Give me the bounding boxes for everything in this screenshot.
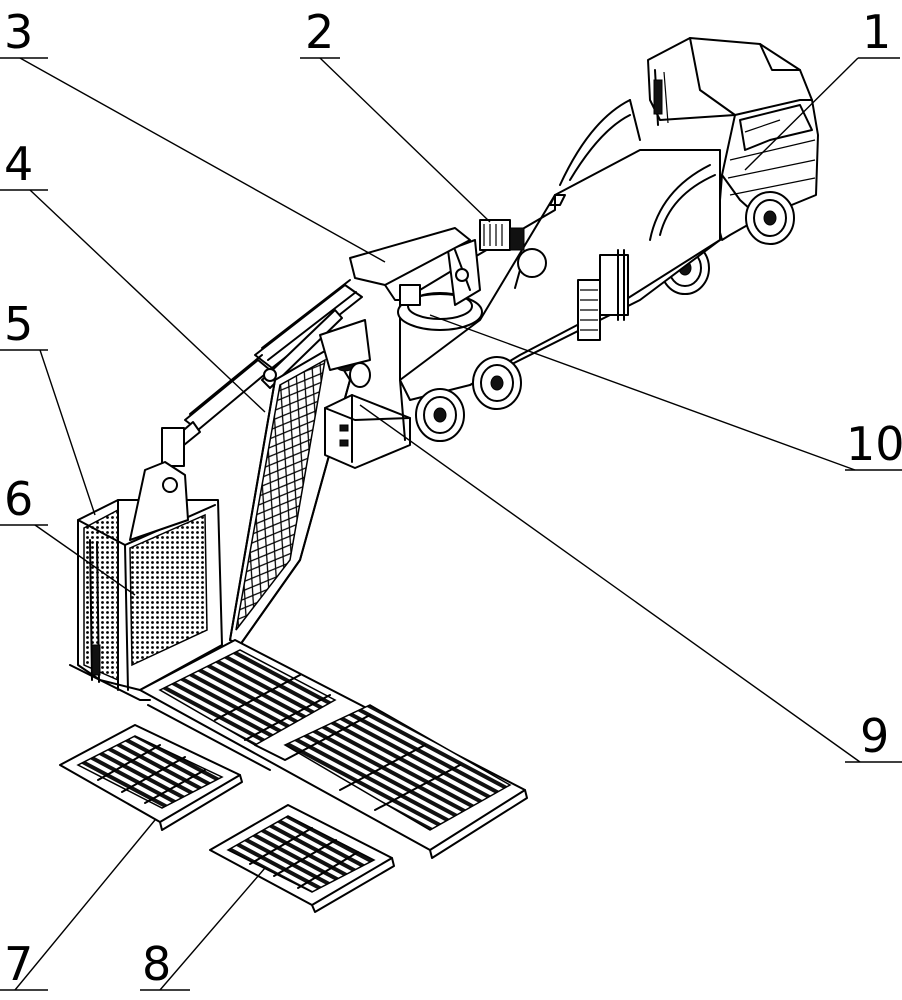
callout-2: 2 (305, 5, 334, 59)
plate-8 (210, 805, 394, 912)
callout-6: 6 (4, 472, 33, 526)
callout-9: 9 (860, 709, 889, 763)
callout-4: 4 (4, 137, 33, 191)
callout-1: 1 (862, 5, 891, 59)
callout-7: 7 (4, 937, 33, 991)
callout-3: 3 (4, 5, 33, 59)
callout-5: 5 (4, 297, 33, 351)
main-platform (140, 640, 527, 858)
truck-chassis (400, 100, 720, 441)
callout-8: 8 (142, 937, 171, 991)
callout-10: 10 (846, 417, 902, 471)
